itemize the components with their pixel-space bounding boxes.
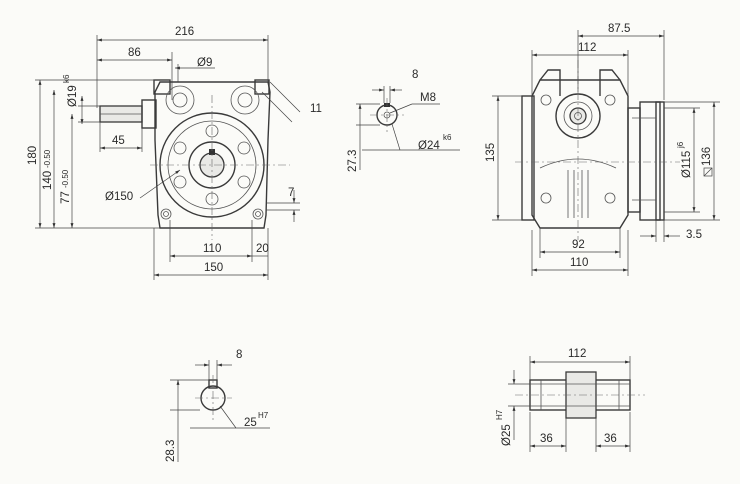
dim-136: 136 xyxy=(701,147,713,166)
dim-dia19-tol: k6 xyxy=(62,74,71,83)
dim-bore-dia25: 25 xyxy=(244,417,257,429)
dim-dia24: Ø24 xyxy=(418,140,440,152)
dim-27-3: 27.3 xyxy=(347,150,359,172)
dim-hollow-dia25-tol: H7 xyxy=(495,409,504,420)
dim-20: 20 xyxy=(256,243,269,255)
dim-bore-8: 8 xyxy=(236,349,242,361)
dim-side-110: 110 xyxy=(570,257,588,269)
dim-216: 216 xyxy=(175,26,194,38)
dim-dia9: Ø9 xyxy=(197,57,212,69)
dim-shaft-8: 8 xyxy=(412,69,418,81)
dim-7: 7 xyxy=(288,187,294,199)
dim-11: 11 xyxy=(310,103,322,115)
dim-77: 77 xyxy=(60,191,72,204)
dim-77-tol: -0.50 xyxy=(61,169,70,188)
dim-hollow-112: 112 xyxy=(568,348,586,360)
dim-180: 180 xyxy=(27,146,39,165)
dim-45: 45 xyxy=(112,135,125,147)
dim-36-right: 36 xyxy=(604,433,617,445)
dim-dia115: Ø115 xyxy=(681,151,693,178)
dim-bore-dia25-tol: H7 xyxy=(258,411,269,420)
dim-m8: M8 xyxy=(420,92,436,104)
dim-110: 110 xyxy=(203,243,221,255)
front-view: 216 86 Ø9 11 Ø19 k6 180 140 -0.50 xyxy=(27,26,322,280)
shaft-end-detail: 8 M8 27.3 Ø24 k6 xyxy=(347,69,460,172)
dim-36-left: 36 xyxy=(540,433,553,445)
dim-135: 135 xyxy=(485,143,497,162)
dim-side-112: 112 xyxy=(578,42,596,54)
bore-detail: 8 28.3 25 H7 xyxy=(165,349,270,462)
dim-86: 86 xyxy=(128,47,141,59)
hollow-shaft-detail: 112 Ø25 H7 36 36 xyxy=(495,348,645,452)
dim-dia150: Ø150 xyxy=(105,191,133,203)
dim-140-tol: -0.50 xyxy=(43,149,52,168)
side-view: 87.5 112 135 Ø115 j6 136 xyxy=(485,23,720,276)
dim-dia115-tol: j6 xyxy=(676,141,685,149)
dim-92: 92 xyxy=(572,239,585,251)
dim-dia24-tol: k6 xyxy=(443,133,452,142)
dim-hollow-dia25: Ø25 xyxy=(501,424,513,446)
dim-28-3: 28.3 xyxy=(165,440,177,462)
dim-140: 140 xyxy=(42,171,54,190)
dim-dia19: Ø19 xyxy=(67,85,79,107)
dim-150: 150 xyxy=(204,262,223,274)
dim-87-5: 87.5 xyxy=(608,23,630,35)
dim-3-5: 3.5 xyxy=(686,229,702,241)
